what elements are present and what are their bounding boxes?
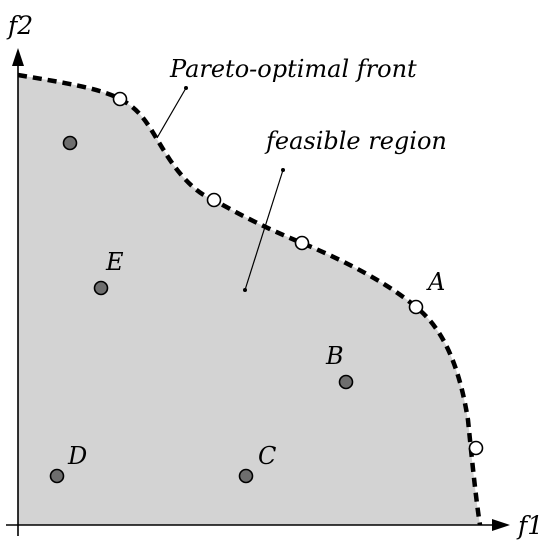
interior-points bbox=[49, 135, 354, 484]
y-axis-label: f2 bbox=[6, 11, 33, 40]
label-c: C bbox=[258, 442, 276, 470]
point-b bbox=[338, 374, 354, 390]
front-annotation: Pareto-optimal front bbox=[169, 55, 417, 83]
front-point bbox=[294, 235, 310, 251]
region-leader-dot-top bbox=[281, 168, 285, 172]
label-d: D bbox=[67, 442, 87, 470]
region-leader-line bbox=[244, 169, 284, 291]
label-b: B bbox=[325, 342, 344, 370]
front-point-a bbox=[408, 299, 424, 315]
label-e: E bbox=[105, 248, 124, 276]
y-axis-arrow bbox=[12, 48, 24, 66]
x-axis-label: f1 bbox=[516, 511, 543, 540]
point-e bbox=[93, 280, 109, 296]
feasible-region-area bbox=[18, 75, 480, 525]
region-leader-dot bbox=[243, 288, 247, 292]
region-annotation: feasible region bbox=[264, 127, 447, 155]
front-leader-dot bbox=[184, 86, 188, 90]
point-d bbox=[49, 468, 65, 484]
front-point bbox=[112, 91, 128, 107]
point-c bbox=[238, 468, 254, 484]
front-leader-line bbox=[156, 87, 187, 139]
front-points bbox=[112, 91, 484, 456]
label-a: A bbox=[426, 268, 445, 296]
interior-point bbox=[62, 135, 78, 151]
front-point bbox=[468, 440, 484, 456]
front-point bbox=[206, 192, 222, 208]
x-axis-arrow bbox=[492, 519, 510, 531]
